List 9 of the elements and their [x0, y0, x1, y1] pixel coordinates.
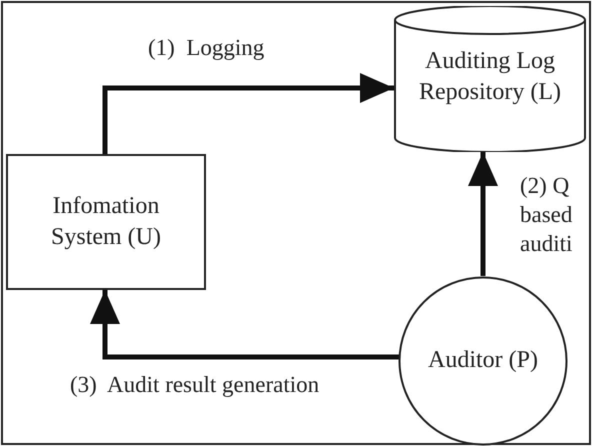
node-label: Infomation System (U)	[50, 192, 162, 252]
node-label: Auditing Log Repository (L)	[418, 47, 562, 108]
node-label: Auditor (P)	[428, 346, 538, 376]
arrow	[102, 73, 394, 154]
process-box	[6, 154, 206, 290]
actor-circle	[398, 276, 568, 446]
arrow	[468, 152, 498, 276]
database-cylinder	[394, 6, 586, 152]
arrow	[90, 290, 400, 360]
